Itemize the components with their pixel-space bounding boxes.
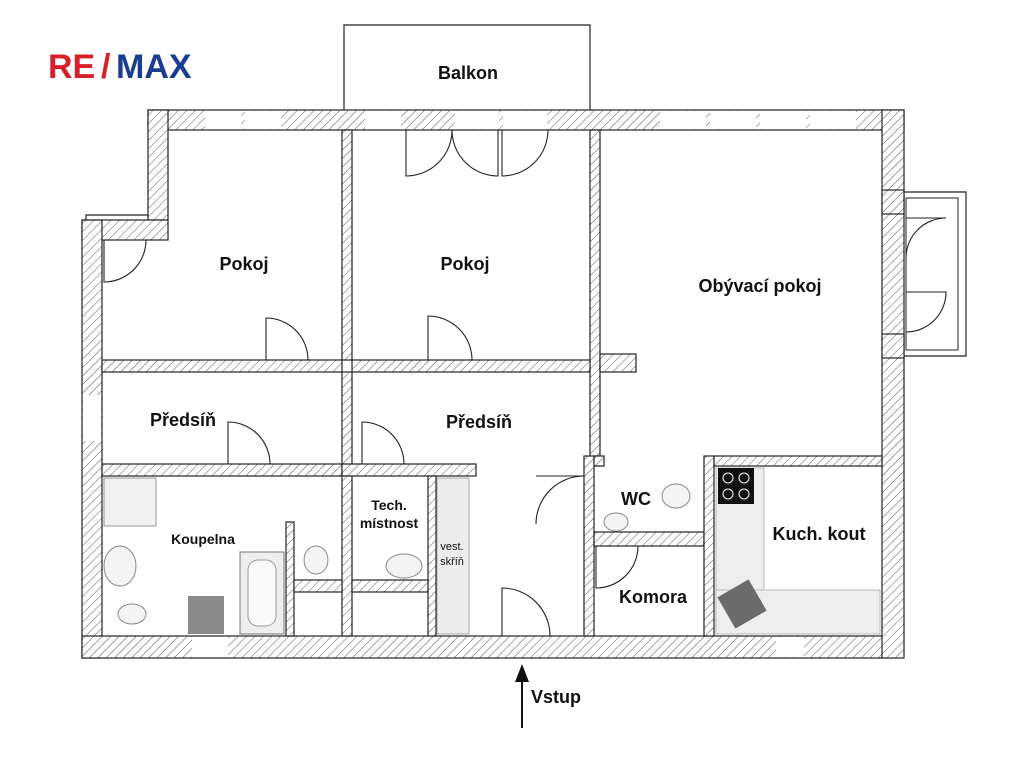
remax-logo: RE / MAX: [48, 48, 192, 86]
label-wc: WC: [621, 489, 651, 509]
balcony: [343, 24, 591, 110]
outer-walls: [81, 109, 905, 659]
logo-part-re: RE: [48, 48, 95, 86]
washing-machine-icon: [103, 477, 157, 527]
doors: [103, 129, 947, 637]
logo-part-max: MAX: [116, 48, 192, 86]
label-obyvaci-pokoj: Obývací pokoj: [698, 276, 821, 296]
label-vest-line2: skříň: [440, 556, 464, 568]
bathroom-toilet-icon: [303, 545, 329, 575]
logo-slash: /: [101, 48, 111, 86]
label-tech-line2: místnost: [360, 515, 419, 531]
label-pokoj-left: Pokoj: [219, 254, 268, 274]
cabinet-icon: [188, 596, 224, 634]
label-predsin-center: Předsíň: [446, 412, 512, 432]
label-komora: Komora: [619, 587, 688, 607]
wc-sink-icon: [603, 512, 629, 532]
bathroom-sink-icon: [103, 545, 137, 587]
label-tech-line1: Tech.: [371, 497, 407, 513]
windows: [83, 111, 856, 657]
boiler-icon: [385, 553, 423, 579]
bidet-icon: [117, 603, 147, 625]
label-pokoj-middle: Pokoj: [440, 254, 489, 274]
label-vest-line1: vest.: [440, 541, 463, 553]
bay-window: [904, 191, 967, 357]
inner-walls: [101, 129, 883, 637]
stove-icon: [718, 468, 754, 504]
label-kuch-kout: Kuch. kout: [773, 524, 866, 544]
label-balkon: Balkon: [438, 63, 498, 83]
fixtures: [103, 467, 881, 635]
toilet-icon: [661, 483, 691, 509]
label-vstup: Vstup: [531, 687, 581, 707]
label-predsin-left: Předsíň: [150, 410, 216, 430]
kitchen-table-icon: [717, 579, 767, 629]
entrance-arrow-icon: [515, 664, 529, 728]
built-in-wardrobe: [436, 477, 470, 635]
label-koupelna: Koupelna: [171, 531, 235, 547]
left-window-frame: [85, 214, 148, 220]
